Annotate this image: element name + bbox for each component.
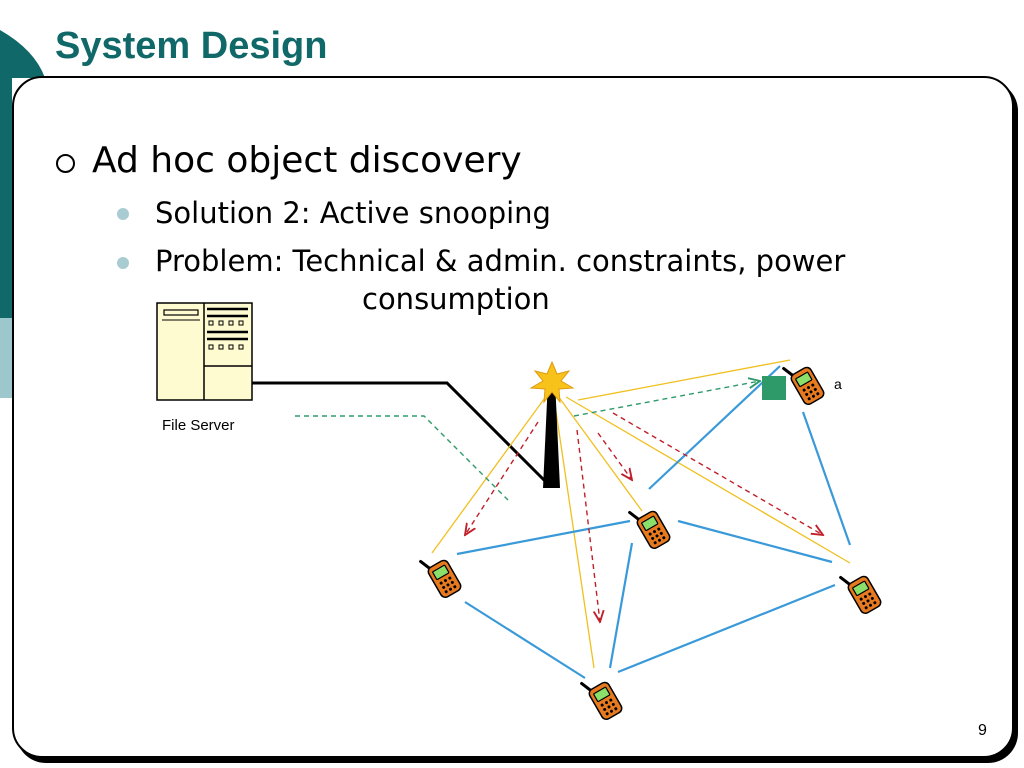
broadcast-links <box>431 359 851 669</box>
mobile-phone-icon <box>419 548 465 602</box>
query-arrow <box>612 412 823 535</box>
broadcast-link <box>565 396 851 564</box>
mobile-phone-icon <box>839 564 885 618</box>
response-arrow <box>573 381 760 417</box>
mesh-link <box>801 411 852 546</box>
response-arrow <box>295 415 509 501</box>
mobile-phone-icon <box>782 355 828 409</box>
mesh-link <box>456 519 631 556</box>
object-square-icon <box>762 376 786 400</box>
mesh-links <box>456 365 852 679</box>
file-server-icon <box>156 302 253 401</box>
page-number: 9 <box>978 722 987 739</box>
teal-left-band <box>0 78 12 318</box>
access-point-icon <box>529 360 575 488</box>
content-panel <box>12 76 1014 758</box>
mobile-phone-icon <box>628 499 674 553</box>
object-label: a <box>834 376 842 392</box>
broadcast-link <box>557 395 643 512</box>
response-path <box>295 381 760 501</box>
mesh-link <box>617 583 836 674</box>
broadcast-link <box>577 359 791 401</box>
query-arrow <box>597 432 632 480</box>
teal-corner-shape <box>0 30 45 78</box>
mesh-link <box>648 365 781 490</box>
broadcast-link <box>431 394 548 554</box>
light-teal-left-band <box>0 318 12 398</box>
bullet-level2-problem-continuation: consumption <box>362 282 550 316</box>
mesh-link <box>677 519 833 564</box>
mesh-link <box>464 601 586 679</box>
dot-bullet-icon <box>117 257 129 269</box>
hollow-circle-bullet-icon <box>56 154 75 173</box>
bullet-level2-problem: Problem: Technical & admin. constraints,… <box>155 244 846 278</box>
query-arrows <box>465 412 823 622</box>
dot-bullet-icon <box>117 208 129 220</box>
query-arrow <box>576 429 600 622</box>
slide-title: System Design <box>55 25 328 67</box>
bullet-level2-solution: Solution 2: Active snooping <box>155 196 551 230</box>
query-arrow <box>465 421 539 535</box>
file-server-label: File Server <box>162 417 235 434</box>
mesh-link <box>608 542 634 669</box>
mobile-phone-icon <box>580 670 626 724</box>
bullet-level1: Ad hoc object discovery <box>92 140 522 181</box>
wired-link <box>252 381 550 486</box>
broadcast-link <box>553 397 595 669</box>
